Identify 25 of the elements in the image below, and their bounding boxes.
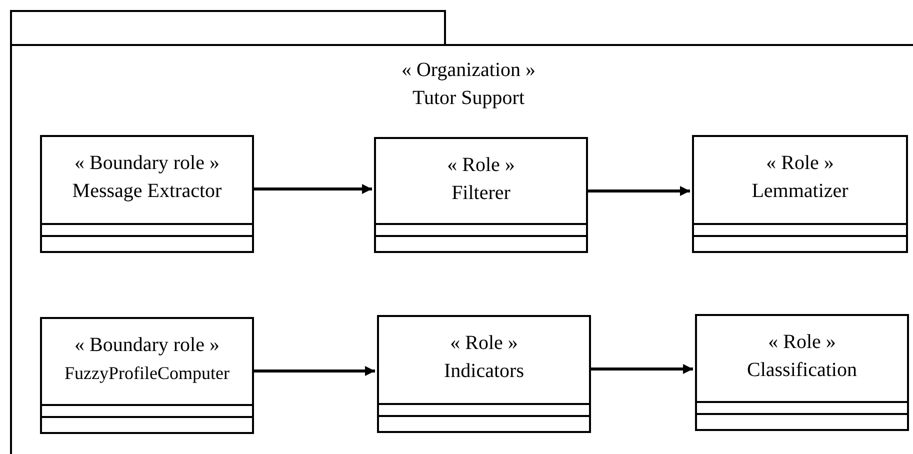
stereotype-label: « Role » [765,151,835,175]
role-name: Filterer [450,181,512,205]
class-box [40,317,254,434]
class-box [40,135,254,253]
role-name: Lemmatizer [750,179,850,203]
arrow [252,366,375,376]
stereotype-label: « Organization » [400,58,537,82]
stereotype-label: « Role » [449,331,519,355]
role-name: Tutor Support [411,86,526,110]
arrow [252,184,372,194]
role-name: Classification [746,358,858,382]
role-name: FuzzyProfileComputer [64,362,230,385]
stereotype-label: « Boundary role » [74,151,220,175]
class-box [695,314,909,431]
class-box [377,315,591,433]
stereotype-label: « Boundary role » [74,333,220,357]
role-name: Message Extractor [71,179,223,203]
arrow [589,364,693,374]
class-box [692,135,908,253]
stereotype-label: « Role » [446,153,516,177]
role-name: Indicators [443,359,525,383]
stereotype-label: « Role » [767,330,837,354]
package-frame [10,44,913,454]
arrow [586,186,690,196]
class-box [374,137,588,253]
